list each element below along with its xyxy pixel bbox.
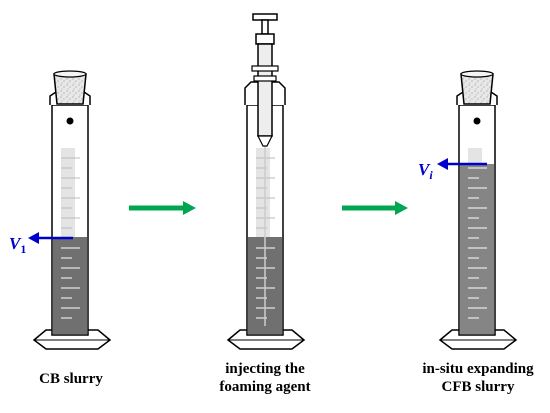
cylinder-3-foamed-slurry — [460, 164, 494, 334]
vi-subscript: i — [429, 168, 433, 182]
v1-label: V — [9, 234, 22, 253]
caption-1-line-1: CB slurry — [39, 371, 103, 387]
volume-arrow-vi: Vi — [418, 158, 487, 182]
cylinder-3-stopper — [460, 73, 494, 105]
cylinder-1 — [32, 70, 112, 350]
cylinder-1-stopper — [53, 73, 87, 105]
caption-cfb-slurry: in-situ expanding CFB slurry — [398, 360, 550, 396]
cylinder-1-graduations — [61, 247, 80, 319]
cylinder-1-slurry — [53, 237, 87, 334]
svg-text:V1: V1 — [9, 234, 26, 256]
process-arrow-1 — [129, 201, 196, 215]
caption-cb-slurry: CB slurry — [0, 370, 151, 388]
syringe — [251, 13, 279, 147]
caption-3-line-2: CFB slurry — [441, 379, 515, 395]
caption-3-line-1: in-situ expanding — [422, 361, 534, 377]
cylinder-1-hole — [66, 117, 74, 125]
svg-text:Vi: Vi — [418, 160, 433, 182]
cylinder-3 — [438, 70, 518, 350]
syringe-barrel — [257, 43, 273, 137]
volume-arrow-v1: V1 — [9, 232, 73, 256]
caption-2-line-1: injecting the — [225, 361, 305, 377]
process-arrow-2 — [342, 201, 408, 215]
vi-label: V — [418, 160, 431, 179]
v1-subscript: 1 — [20, 242, 26, 256]
caption-injecting: injecting the foaming agent — [185, 360, 345, 396]
caption-2-line-2: foaming agent — [219, 379, 311, 395]
